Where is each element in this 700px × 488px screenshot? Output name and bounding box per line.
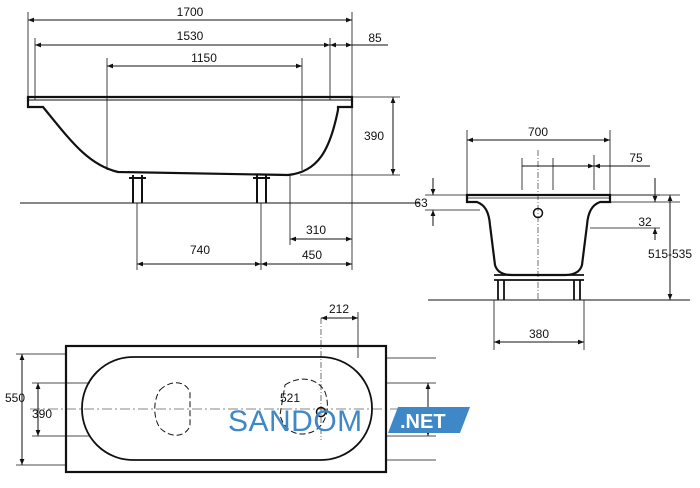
drain-area-shape bbox=[279, 378, 328, 435]
dim-drain-to-end: 310 bbox=[306, 223, 326, 237]
dim-rim-thickness: 32 bbox=[638, 215, 652, 229]
dim-drain-label: 521 bbox=[280, 391, 300, 405]
dim-width: 700 bbox=[528, 125, 548, 139]
dim-rim-offset: 85 bbox=[368, 31, 382, 45]
side-view-labels: 1700 1530 85 1150 390 310 740 450 bbox=[177, 5, 385, 262]
tub-legs bbox=[129, 175, 270, 203]
dim-drain-pos: 212 bbox=[329, 302, 349, 316]
end-view bbox=[425, 130, 690, 350]
top-view-labels: 550 390 212 521 390 bbox=[5, 302, 428, 421]
dim-height: 390 bbox=[364, 129, 384, 143]
watermark: SANDOM .NET bbox=[228, 405, 470, 438]
watermark-badge bbox=[388, 407, 470, 433]
dim-overall-length: 1700 bbox=[177, 5, 204, 19]
dim-foot-to-end: 450 bbox=[302, 248, 322, 262]
tub-end-outline bbox=[465, 193, 612, 277]
watermark-brand: SANDOM bbox=[228, 405, 363, 438]
dim-rim-height: 63 bbox=[414, 196, 428, 210]
top-view bbox=[16, 312, 436, 474]
side-view bbox=[20, 12, 420, 270]
watermark-suffix: .NET bbox=[400, 411, 446, 433]
dim-bottom-length: 1150 bbox=[191, 51, 217, 65]
support-frame bbox=[494, 274, 584, 300]
tub-top-basin bbox=[81, 356, 373, 461]
armrest-shape bbox=[154, 382, 191, 436]
end-view-labels: 700 75 63 32 515-535 380 bbox=[414, 125, 692, 341]
dim-total-height: 515-535 bbox=[648, 247, 692, 261]
tub-side-outline bbox=[26, 95, 354, 177]
dim-drain-offset: 75 bbox=[629, 151, 643, 165]
dim-inner-length: 1530 bbox=[177, 29, 204, 43]
dim-inner-width: 390 bbox=[32, 407, 52, 421]
dim-frame-width: 380 bbox=[529, 327, 549, 341]
dim-feet-spacing: 740 bbox=[190, 243, 210, 257]
dim-outer-width: 550 bbox=[5, 391, 25, 405]
